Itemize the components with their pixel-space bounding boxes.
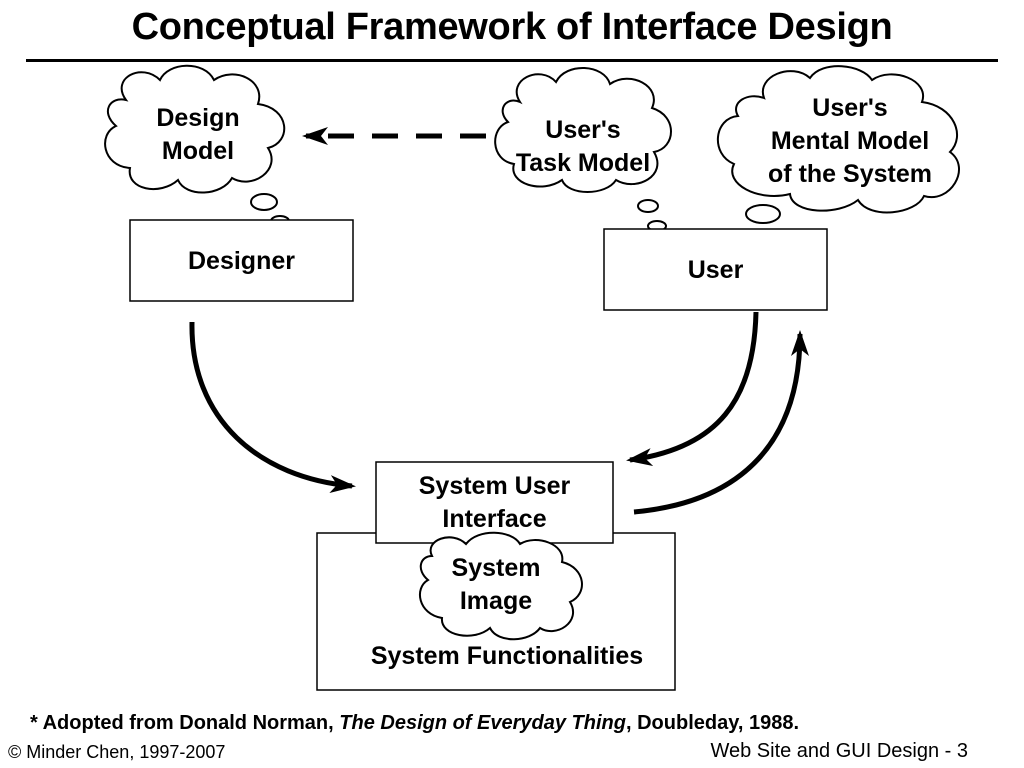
mental-model-cloud: [717, 65, 960, 242]
system-ui-box: [375, 461, 614, 544]
system-image-cloud: [419, 531, 583, 641]
interface-to-user-arrow: [633, 330, 809, 515]
system-ui-label: System User Interface: [418, 472, 571, 533]
mental-model-label: User's Mental Model of the System: [768, 94, 932, 188]
copyright-text: © Minder Chen, 1997-2007: [8, 742, 226, 762]
system-image-label: System Image: [451, 554, 541, 615]
design-model-label: Design Model: [156, 104, 240, 165]
user-box: [603, 228, 828, 311]
designer-label: Designer: [188, 247, 295, 275]
user-label: User: [687, 256, 744, 284]
system-functionalities-label: System Functionalities: [370, 642, 644, 670]
task-model-label: User's Task Model: [515, 116, 651, 177]
user-to-interface-arrow: [626, 311, 759, 466]
source-footnote: * Adopted from Donald Norman, The Design…: [30, 712, 800, 734]
designer-box: [129, 219, 354, 302]
slide-footer: Web Site and GUI Design - 3: [710, 740, 968, 762]
designer-to-interface-arrow: [189, 321, 356, 494]
task-model-cloud: [494, 67, 672, 232]
title-divider: [26, 59, 998, 62]
slide-title: Conceptual Framework of Interface Design: [131, 6, 893, 48]
